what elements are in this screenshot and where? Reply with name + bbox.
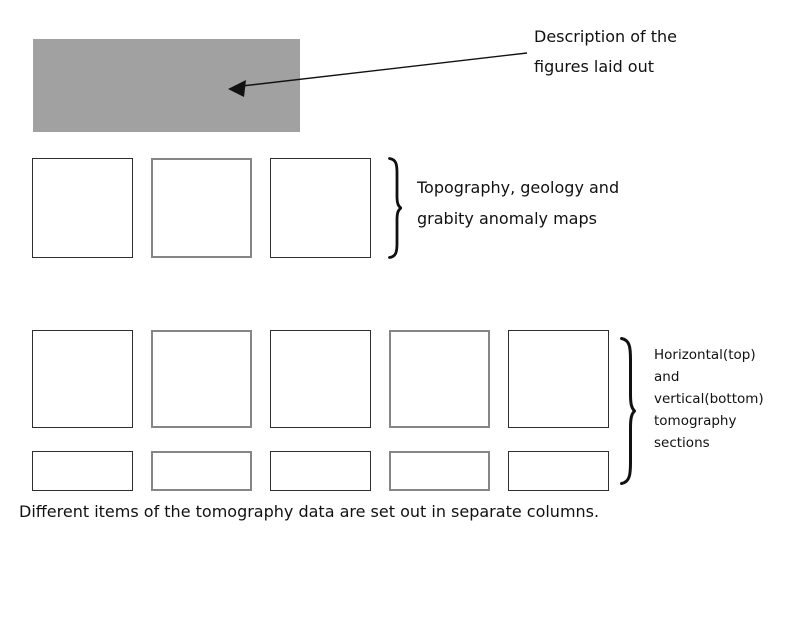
tomography-label: Horizontal(top) and vertical(bottom) tom…	[654, 344, 764, 454]
tomography-bottom-row	[32, 451, 609, 491]
description-label-line-2: figures laid out	[534, 57, 655, 76]
map-placeholder-box	[151, 158, 252, 258]
maps-label-line-2: grabity anomaly maps	[417, 209, 597, 228]
vertical-section-box	[32, 451, 133, 491]
tomography-label-line-2: and	[654, 369, 680, 385]
vertical-section-box	[270, 451, 371, 491]
tomography-top-row	[32, 330, 609, 428]
maps-label-line-1: Topography, geology and	[417, 178, 620, 197]
horizontal-section-box	[32, 330, 133, 428]
map-row	[32, 158, 371, 258]
tomography-label-line-5: sections	[654, 435, 710, 451]
horizontal-section-box	[508, 330, 609, 428]
vertical-section-box	[389, 451, 490, 491]
horizontal-section-box	[151, 330, 252, 428]
curly-brace-maps-icon	[388, 157, 402, 259]
description-label-line-1: Description of the	[534, 27, 677, 46]
horizontal-section-box	[270, 330, 371, 428]
tomography-label-line-1: Horizontal(top)	[654, 347, 756, 363]
map-placeholder-box	[32, 158, 133, 258]
tomography-label-line-3: vertical(bottom)	[654, 391, 764, 407]
description-target-block	[33, 39, 300, 132]
footer-caption: Different items of the tomography data a…	[19, 502, 600, 521]
description-label: Description of the figures laid out	[534, 22, 677, 82]
vertical-section-box	[151, 451, 252, 491]
tomography-label-line-4: tomography	[654, 413, 737, 429]
horizontal-section-box	[389, 330, 490, 428]
vertical-section-box	[508, 451, 609, 491]
curly-brace-tomography-icon	[620, 337, 636, 485]
map-placeholder-box	[270, 158, 371, 258]
maps-label: Topography, geology and grabity anomaly …	[417, 172, 619, 234]
